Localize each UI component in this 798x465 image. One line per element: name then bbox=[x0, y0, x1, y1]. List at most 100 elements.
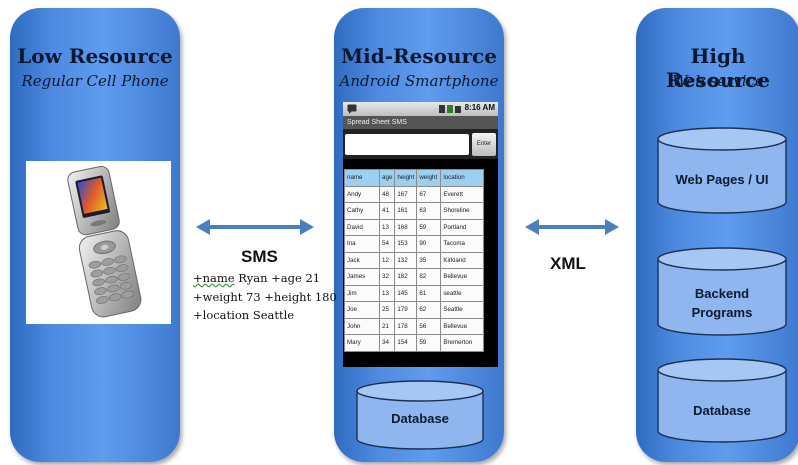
cell: Kirkland bbox=[440, 251, 485, 269]
cell: Cathy bbox=[344, 202, 380, 220]
column-header: age bbox=[378, 169, 396, 187]
cell: David bbox=[344, 218, 380, 236]
xml-label: XML bbox=[550, 254, 586, 273]
cell: Joe bbox=[344, 301, 380, 319]
android-screenshot: 8:16 AM Spread Sheet SMS Enter name age … bbox=[343, 102, 498, 367]
cell: 132 bbox=[394, 251, 418, 269]
high-database-label: Database bbox=[693, 403, 751, 418]
mid-database-cylinder: Database bbox=[355, 379, 485, 451]
low-resource-subtitle: Regular Cell Phone bbox=[21, 72, 169, 90]
cell: 54 bbox=[378, 235, 396, 253]
cell: James bbox=[344, 268, 380, 286]
high-resource-title: High Resource bbox=[666, 44, 770, 92]
cell: 13 bbox=[378, 218, 396, 236]
cell: 34 bbox=[378, 334, 396, 352]
cell: 56 bbox=[416, 317, 442, 335]
signal-battery-icons bbox=[439, 105, 461, 113]
mid-database-label: Database bbox=[391, 411, 449, 426]
cell: 178 bbox=[394, 317, 418, 335]
cell: 145 bbox=[394, 284, 418, 302]
message-notification-icon bbox=[347, 104, 357, 114]
sms-double-arrow bbox=[196, 219, 314, 235]
enter-button[interactable]: Enter bbox=[472, 133, 496, 156]
sms-text-input[interactable] bbox=[345, 134, 469, 155]
table-header-row: name age height weight location bbox=[344, 169, 485, 187]
cell: 32 bbox=[378, 268, 396, 286]
cell: John bbox=[344, 317, 380, 335]
cell: Bellevue bbox=[440, 268, 485, 286]
cell: Ina bbox=[344, 235, 380, 253]
cell: Mary bbox=[344, 334, 380, 352]
cell: 182 bbox=[394, 268, 418, 286]
android-status-bar: 8:16 AM bbox=[343, 102, 498, 116]
column-header: height bbox=[394, 169, 418, 187]
cell: 153 bbox=[394, 235, 418, 253]
cell: Tacoma bbox=[440, 235, 485, 253]
cell: 67 bbox=[416, 185, 442, 203]
cell: 48 bbox=[378, 185, 396, 203]
low-resource-title: Low Resource bbox=[17, 44, 173, 68]
sms-message-line-1: +name Ryan +age 21 bbox=[193, 271, 320, 285]
cell: 59 bbox=[416, 218, 442, 236]
cell: 12 bbox=[378, 251, 396, 269]
cell: Seattle bbox=[440, 301, 485, 319]
cell: 82 bbox=[416, 268, 442, 286]
cell: Portland bbox=[440, 218, 485, 236]
mid-resource-subtitle: Android Smartphone bbox=[339, 72, 499, 90]
flip-phone-image bbox=[26, 161, 171, 324]
cell: 25 bbox=[378, 301, 396, 319]
cell: 59 bbox=[416, 334, 442, 352]
sms-name-token: +name bbox=[193, 271, 235, 285]
high-database-cylinder: Database bbox=[656, 357, 788, 445]
cell: 13 bbox=[378, 284, 396, 302]
cell: 167 bbox=[394, 185, 418, 203]
cell: Bellevue bbox=[440, 317, 485, 335]
cell: seattle bbox=[440, 284, 485, 302]
column-header: location bbox=[440, 169, 485, 187]
backend-programs-label: Backend Programs bbox=[691, 286, 753, 320]
sms-label: SMS bbox=[241, 247, 278, 266]
app-title-bar: Spread Sheet SMS bbox=[343, 116, 498, 129]
high-resource-subtitle: Web service bbox=[672, 72, 764, 90]
cell: Shoreline bbox=[440, 202, 485, 220]
sms-line-1-rest: Ryan +age 21 bbox=[234, 271, 321, 285]
mid-resource-title: Mid-Resource bbox=[341, 44, 497, 68]
sms-message-line-2: +weight 73 +height 180 bbox=[193, 290, 337, 304]
column-header: weight bbox=[416, 169, 442, 187]
cell: 179 bbox=[394, 301, 418, 319]
sms-message-line-3: +location Seattle bbox=[193, 308, 295, 322]
cell: Jack bbox=[344, 251, 380, 269]
cell: 41 bbox=[378, 202, 396, 220]
cell: Everett bbox=[440, 185, 485, 203]
web-pages-cylinder: Web Pages / UI bbox=[656, 126, 788, 216]
cell: 21 bbox=[378, 317, 396, 335]
input-row: Enter bbox=[343, 129, 498, 159]
cell: Jim bbox=[344, 284, 380, 302]
cell: 62 bbox=[416, 301, 442, 319]
cell: 63 bbox=[416, 202, 442, 220]
cell: 90 bbox=[416, 235, 442, 253]
cell: 168 bbox=[394, 218, 418, 236]
cell: 61 bbox=[416, 284, 442, 302]
cell: Andy bbox=[344, 185, 380, 203]
xml-double-arrow bbox=[525, 219, 619, 235]
status-time: 8:16 AM bbox=[464, 103, 495, 112]
cell: 154 bbox=[394, 334, 418, 352]
cell: Bremerton bbox=[440, 334, 485, 352]
column-header: name bbox=[344, 169, 380, 187]
backend-programs-cylinder: Backend Programs bbox=[656, 246, 788, 338]
cell: 161 bbox=[394, 202, 418, 220]
web-pages-label: Web Pages / UI bbox=[675, 172, 769, 187]
cell: 35 bbox=[416, 251, 442, 269]
